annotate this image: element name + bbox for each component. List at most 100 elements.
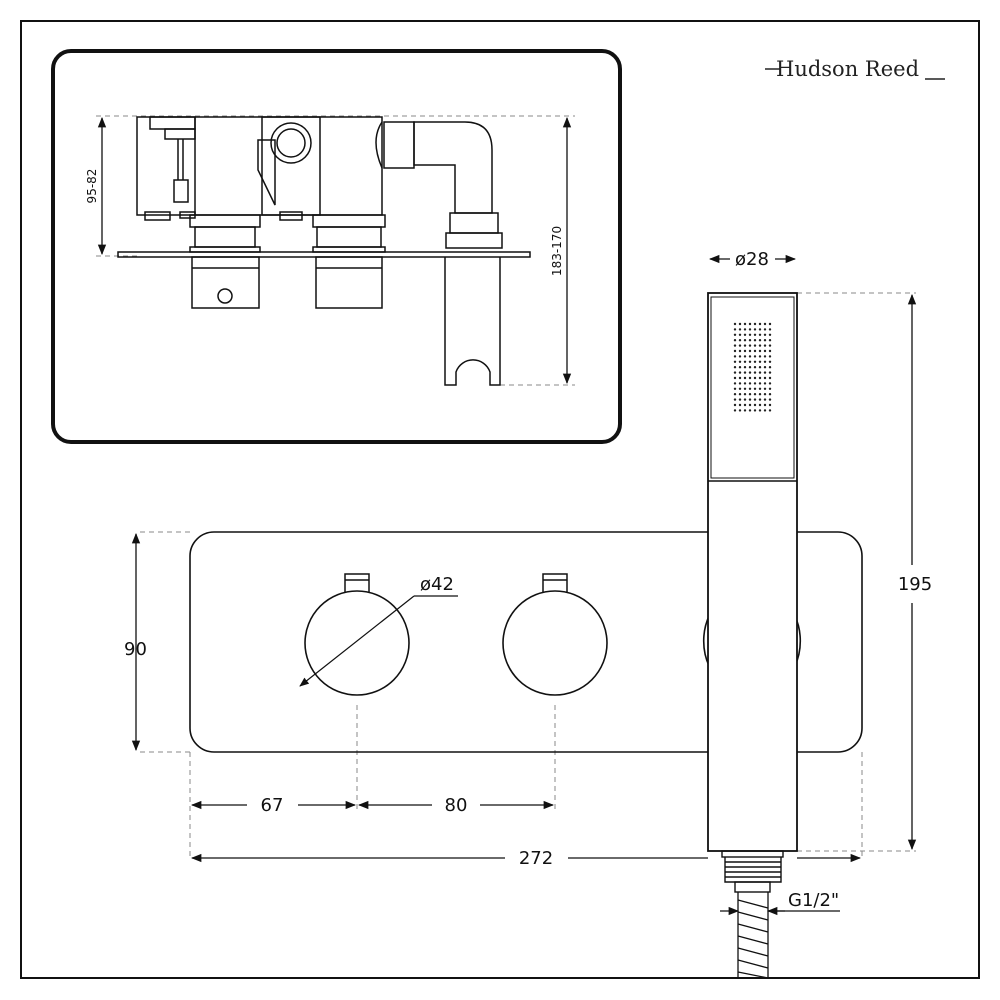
spray-nozzle-dot <box>753 360 757 363</box>
spray-nozzle-dot <box>733 333 737 336</box>
spray-nozzle-dot <box>738 371 742 374</box>
spray-nozzle-dot <box>763 382 767 385</box>
shower-hose <box>737 892 769 979</box>
spray-nozzle-dot <box>738 376 742 380</box>
spray-nozzle-dot <box>758 398 762 401</box>
knob-indicator-icon <box>217 288 233 304</box>
spray-nozzle-dot <box>768 349 772 353</box>
handset-diameter-label: ø28 <box>735 249 769 270</box>
spray-nozzle-dot <box>743 398 747 401</box>
spray-nozzle-grid <box>733 322 772 412</box>
spray-nozzle-dot <box>733 393 737 396</box>
spray-nozzle-dot <box>738 355 742 358</box>
spray-nozzle-dot <box>758 366 762 369</box>
spray-nozzle-dot <box>738 382 742 385</box>
spray-nozzle-dot <box>743 387 747 390</box>
spray-nozzle-dot <box>748 328 752 331</box>
spray-nozzle-dot <box>753 398 757 401</box>
spray-nozzle-dot <box>748 322 752 326</box>
spray-nozzle-dot <box>768 382 772 385</box>
spray-nozzle-dot <box>763 322 767 326</box>
spray-nozzle-dot <box>753 376 757 380</box>
control-knob-right <box>502 573 608 696</box>
shower-handset <box>707 292 798 852</box>
spray-nozzle-dot <box>758 355 762 358</box>
spray-nozzle-dot <box>753 344 757 347</box>
spray-nozzle-dot <box>748 349 752 353</box>
spray-nozzle-dot <box>748 333 752 336</box>
spray-nozzle-dot <box>743 322 747 326</box>
spray-nozzle-dot <box>733 382 737 385</box>
drawing-frame <box>20 20 980 979</box>
spray-nozzle-dot <box>758 333 762 336</box>
spray-nozzle-dot <box>763 328 767 331</box>
spray-nozzle-dot <box>758 387 762 390</box>
spray-nozzle-dot <box>753 387 757 390</box>
spray-nozzle-dot <box>753 322 757 326</box>
spray-nozzle-dot <box>743 355 747 358</box>
spray-nozzle-dot <box>753 355 757 358</box>
spray-nozzle-dot <box>738 344 742 347</box>
spray-nozzle-dot <box>763 376 767 380</box>
side-view-frame <box>51 49 622 444</box>
spray-nozzle-dot <box>743 382 747 385</box>
spray-nozzle-dot <box>748 382 752 385</box>
spray-nozzle-dot <box>758 393 762 396</box>
spray-nozzle-dot <box>753 349 757 353</box>
spray-nozzle-dot <box>768 339 772 342</box>
spray-nozzle-dot <box>763 339 767 342</box>
spray-nozzle-dot <box>743 403 747 407</box>
spray-nozzle-dot <box>743 360 747 363</box>
total-depth-dimension-label: 183-170 <box>550 226 564 276</box>
spray-nozzle-dot <box>743 366 747 369</box>
brand-name: Hudson Reed <box>776 57 919 81</box>
spray-nozzle-dot <box>758 371 762 374</box>
spray-nozzle-dot <box>738 339 742 342</box>
spray-nozzle-dot <box>758 344 762 347</box>
spray-nozzle-dot <box>738 393 742 396</box>
spray-nozzle-dot <box>748 387 752 390</box>
spray-nozzle-dot <box>763 403 767 407</box>
spray-nozzle-dot <box>758 409 762 412</box>
hose-connector <box>721 850 784 893</box>
spray-nozzle-dot <box>768 398 772 401</box>
spray-nozzle-dot <box>748 403 752 407</box>
spray-nozzle-dot <box>733 339 737 342</box>
spray-nozzle-dot <box>738 409 742 412</box>
side-view-knobs <box>191 256 383 309</box>
spray-nozzle-dot <box>758 403 762 407</box>
spray-nozzle-dot <box>733 344 737 347</box>
spray-nozzle-dot <box>753 339 757 342</box>
spray-nozzle-dot <box>768 333 772 336</box>
spray-nozzle-dot <box>748 360 752 363</box>
spray-nozzle-dot <box>738 366 742 369</box>
spray-nozzle-dot <box>763 366 767 369</box>
spray-nozzle-dot <box>768 328 772 331</box>
spray-nozzle-dot <box>743 349 747 353</box>
spray-nozzle-dot <box>753 333 757 336</box>
spray-nozzle-dot <box>763 398 767 401</box>
spray-nozzle-dot <box>763 360 767 363</box>
spray-nozzle-dot <box>758 382 762 385</box>
spray-nozzle-dot <box>753 371 757 374</box>
spray-nozzle-dot <box>733 366 737 369</box>
spray-nozzle-dot <box>763 371 767 374</box>
spray-nozzle-dot <box>733 403 737 407</box>
spray-nozzle-dot <box>738 328 742 331</box>
spray-nozzle-dot <box>768 376 772 380</box>
spray-nozzle-dot <box>748 339 752 342</box>
spray-nozzle-dot <box>748 409 752 412</box>
spray-nozzle-dot <box>768 322 772 326</box>
knob-diameter-line <box>299 595 415 687</box>
spray-nozzle-dot <box>758 360 762 363</box>
spray-nozzle-dot <box>748 376 752 380</box>
spray-nozzle-dot <box>763 333 767 336</box>
spray-nozzle-dot <box>763 393 767 396</box>
knob-diameter-label: ø42 <box>420 574 454 595</box>
spray-nozzle-dot <box>743 328 747 331</box>
spray-nozzle-dot <box>763 349 767 353</box>
spray-nozzle-dot <box>743 393 747 396</box>
spray-nozzle-dot <box>743 376 747 380</box>
spray-nozzle-dot <box>738 398 742 401</box>
